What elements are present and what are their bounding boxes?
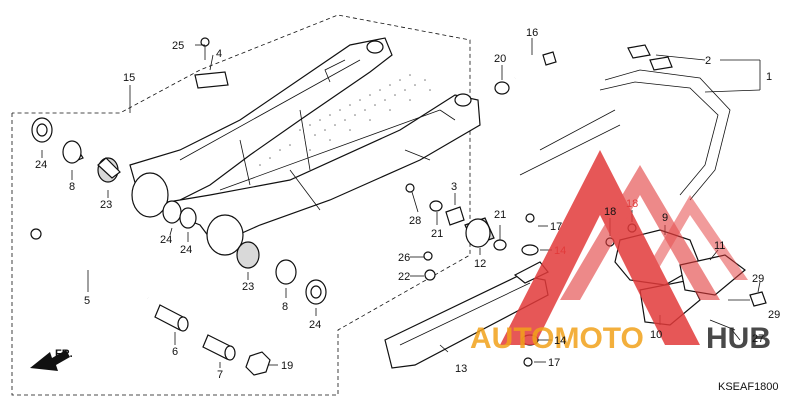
callout-11: 11 [714, 240, 725, 252]
watermark-text-secondary: HUB [706, 322, 771, 355]
callout-8-b: 8 [282, 301, 288, 313]
callout-21-a: 21 [431, 228, 443, 240]
callout-21-b: 21 [494, 209, 506, 221]
callout-22: 22 [398, 271, 410, 283]
callout-23-b: 23 [242, 281, 254, 293]
callout-24-d: 24 [309, 319, 321, 331]
callout-6: 6 [172, 346, 178, 358]
drive-chain [519, 44, 731, 201]
callout-14-b: 14 [554, 335, 566, 347]
callout-18-a: 18 [604, 206, 616, 218]
callout-24-a: 24 [35, 159, 47, 171]
callout-10: 10 [650, 329, 662, 341]
callout-3: 3 [451, 181, 457, 193]
stipple-area [259, 74, 431, 166]
callout-18-b: 18 [626, 198, 638, 210]
swingarm-frame [129, 37, 481, 256]
callout-28: 28 [409, 215, 421, 227]
callout-5: 5 [84, 295, 90, 307]
watermark-triangle-icon [500, 150, 700, 345]
bolt-16 [494, 51, 557, 95]
callout-15: 15 [123, 72, 135, 84]
callout-26: 26 [398, 252, 410, 264]
callout-24-c: 24 [180, 244, 192, 256]
callout-13: 13 [455, 363, 467, 375]
callout-12: 12 [474, 258, 486, 270]
callout-19: 19 [281, 360, 293, 372]
callout-24-b: 24 [160, 234, 172, 246]
left-parts [31, 117, 327, 305]
watermark [500, 150, 748, 345]
watermark-text-primary: AUTOMOTO [470, 322, 644, 355]
callout-20: 20 [494, 53, 506, 65]
callout-16: 16 [526, 27, 538, 39]
callout-29-a: 29 [752, 273, 764, 285]
bolt-and-clip [194, 37, 229, 89]
front-direction-label: FR. [55, 348, 73, 360]
figure-code: KSEAF1800 [718, 381, 779, 393]
collars [154, 304, 271, 376]
callout-9: 9 [662, 212, 668, 224]
pivot-bolt [30, 228, 149, 300]
callout-1: 1 [766, 71, 772, 83]
callout-14-a: 14 [554, 245, 566, 257]
callout-29-b: 29 [768, 309, 780, 321]
callout-23-a: 23 [100, 199, 112, 211]
front-direction-arrow [30, 350, 70, 371]
callout-27: 27 [752, 333, 764, 345]
callout-8-a: 8 [69, 181, 75, 193]
callout-17-a: 17 [550, 221, 562, 233]
callout-17-b: 17 [548, 357, 560, 369]
callout-2: 2 [705, 55, 711, 67]
callout-4: 4 [216, 48, 222, 60]
callout-25: 25 [172, 40, 184, 52]
callout-7: 7 [217, 369, 223, 381]
assembly-boundary [11, 14, 471, 396]
